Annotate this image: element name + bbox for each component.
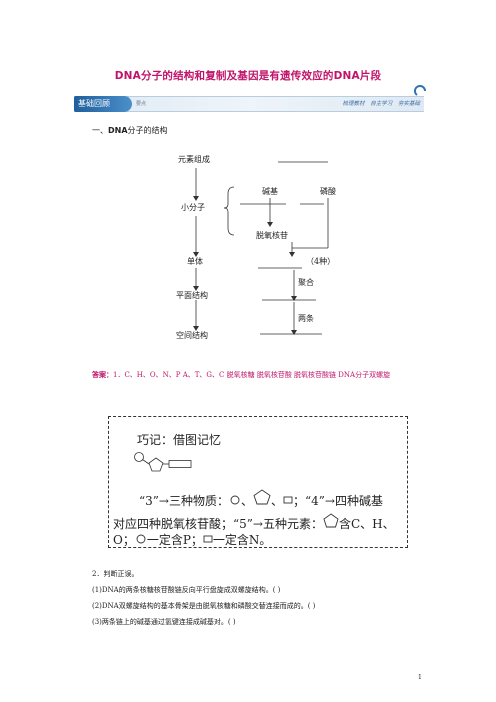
brace [223,186,235,236]
swirl-icon [414,85,426,96]
banner-slogan: 梳理教材 自主学习 夯实基础 [342,101,421,107]
line1-text-c: 、 [270,494,283,508]
section-term: DNA [108,126,128,135]
mnemonic-line-1: “3”→三种物质： 、 、 ；“4”→四种碱基 [139,489,383,509]
pentagon-icon [323,513,339,528]
line3-text-c: 一定含N。 [212,533,272,547]
section-heading: 一、DNA分子的结构 [92,125,168,136]
judgement-item: (2)DNA双螺旋结构的基本骨架是由脱氧核糖和磷酸交替连接而成的。( ) [92,602,316,610]
judgement-item: (1)DNA的两条核糖核苷酸链反向平行盘旋成双螺旋结构。( ) [92,586,281,594]
arrowhead [291,296,297,301]
arrowhead [193,252,199,257]
judgement-heading: 2．判断正误。 [92,570,139,578]
section-banner: 基础回顾 要点 梳理教材 自主学习 夯实基础 [74,85,426,112]
label-four-kinds: （4种） [306,257,336,266]
mnemonic-title: 巧记：借图记忆 [137,433,222,447]
rectangle-icon [283,496,293,504]
line3-text-a: O； [113,533,135,547]
line1-text-d: ；“4”→四种碱基 [293,494,383,508]
arrowhead [291,330,297,335]
banner-tag: 基础回顾 [74,96,132,112]
answer-head: 答案： [92,371,113,379]
judgement-section: 2．判断正误。 (1)DNA的两条核糖核苷酸链反向平行盘旋成双螺旋结构。( ) … [92,566,315,630]
section-rest: 分子的结构 [127,126,168,135]
document-title: DNA分子的结构和复制及基因是有遗传效应的DNA片段 [114,70,382,82]
arrowhead [289,252,295,257]
circle-icon [230,495,240,505]
answer-block: 答案：1．C、H、O、N、P A、T、G、C 脱氧核糖 脱氧核苷酸 脱氧核苷酸链… [92,370,422,380]
line3-text-b: 一定含P； [146,533,203,547]
answer-body: 1．C、H、O、N、P A、T、G、C 脱氧核糖 脱氧核苷酸 脱氧核苷酸链 DN… [113,371,391,379]
label-small-molecule: 小分子 [181,203,205,212]
arrowhead [267,222,273,227]
line2-text-b: 含C、H、 [338,517,395,531]
banner-subtitle: 要点 [136,101,147,107]
page-number: 1 [418,674,422,681]
judgement-item: (3)两条链上的碱基通过氢键连接成碱基对。( ) [92,618,236,626]
line1-text-a: “3”→三种物质： [139,494,229,508]
label-monomer: 单体 [187,257,203,266]
section-number: 一、 [92,126,108,135]
banner-tag-label: 基础回顾 [78,99,110,108]
nucleotide-icon [134,452,192,472]
label-spatial: 空间结构 [176,331,208,340]
label-planar: 平面结构 [176,291,208,300]
arrowhead [193,326,199,331]
arrowhead [193,196,199,201]
label-element: 元素组成 [178,155,210,164]
rectangle-icon [203,535,213,543]
mnemonic-box: 巧记：借图记忆 “3”→三种物质： 、 、 ；“4”→四种碱基 对应四种脱氧核苷酸；“… [108,416,408,548]
pentagon-icon [253,489,271,505]
circle-icon [136,534,146,544]
label-base: 碱基 [262,187,278,196]
mnemonic-line-2: 对应四种脱氧核苷酸；“5”→五种元素： 含C、H、 [113,513,395,532]
label-two-strands: 两条 [298,314,314,323]
label-polymerize: 聚合 [298,278,314,287]
line1-text-b: 、 [240,494,253,508]
line2-text: 对应四种脱氧核苷酸；“5”→五种元素： [113,517,323,531]
label-deoxynucleoside: 脱氧核苷 [256,231,288,240]
label-phosphate: 磷酸 [320,187,336,196]
mnemonic-line-3: O； 一定含P； 一定含N。 [113,531,271,548]
arrowhead [193,286,199,291]
